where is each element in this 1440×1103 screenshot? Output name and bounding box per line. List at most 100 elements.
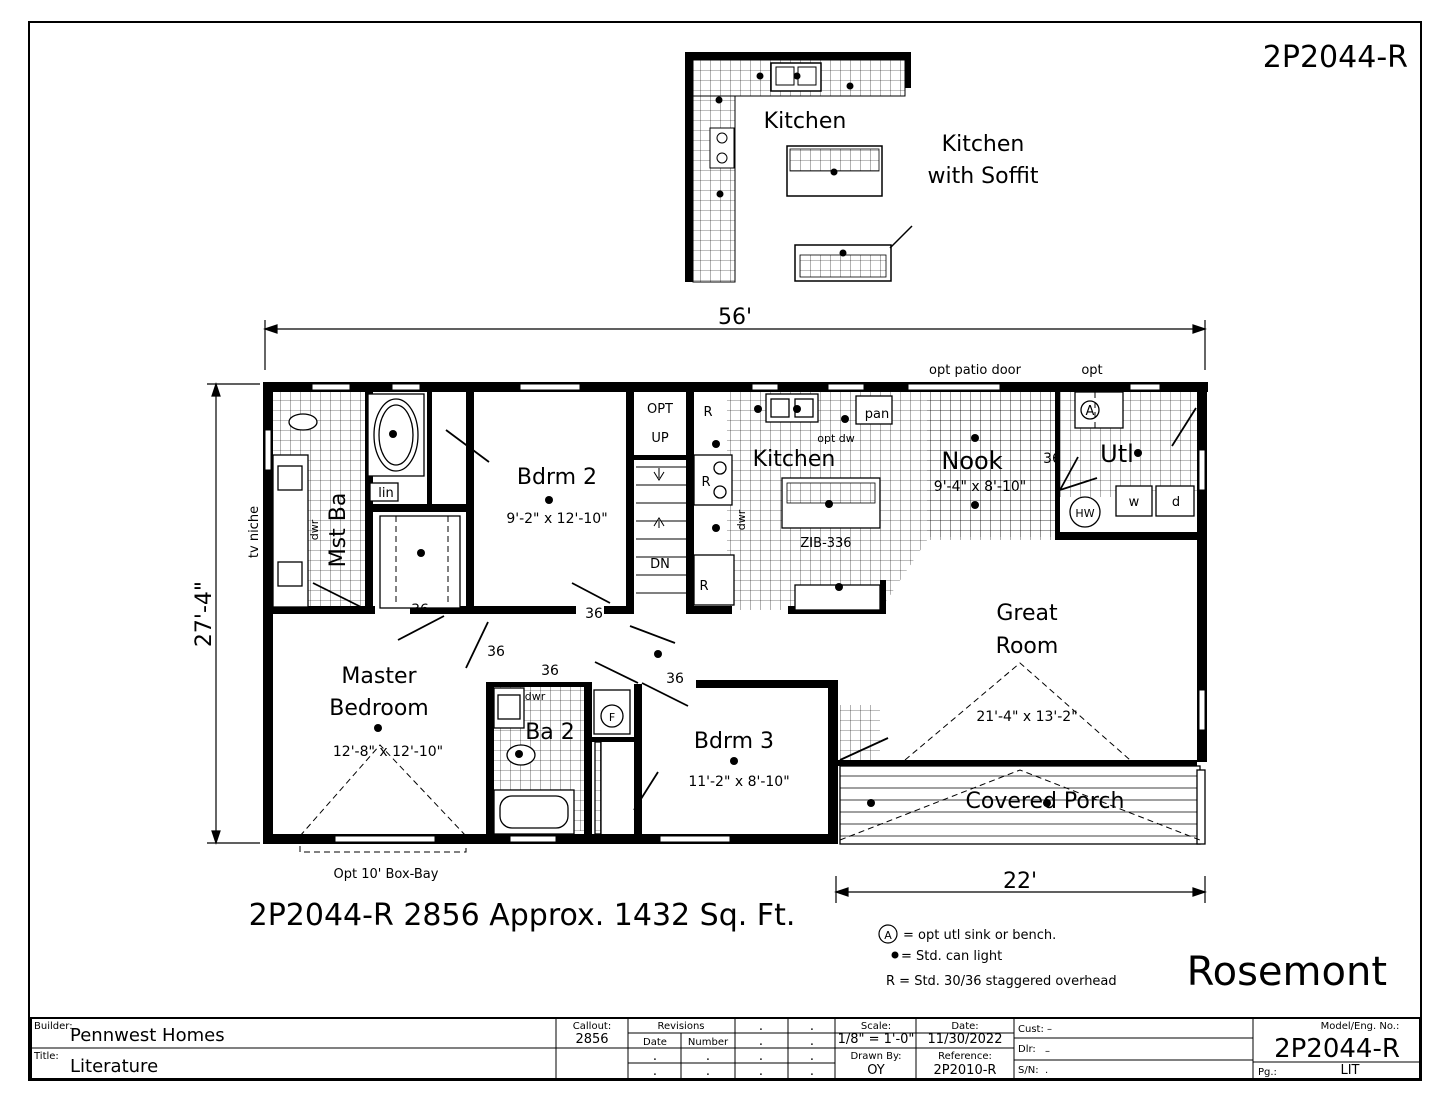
series-name: Rosemont [1187, 949, 1387, 995]
rev-dot-3: . [759, 1034, 763, 1049]
room-ba2: Ba 2 [525, 720, 575, 745]
door-36-3: 36 [487, 644, 505, 660]
date-value: 11/30/2022 [928, 1032, 1003, 1047]
rev-dot-4: . [810, 1034, 814, 1049]
dlr-label: Dlr: [1018, 1044, 1036, 1055]
kitchen-option-room-label: Kitchen [764, 109, 847, 134]
door-36-6: 36 [1043, 451, 1061, 467]
revisions-label: Revisions [657, 1021, 704, 1032]
rev-dot-1: . [759, 1019, 763, 1034]
overhead-r-3: R [699, 579, 708, 594]
reference-value: 2P2010-R [934, 1063, 997, 1078]
door-36-4: 36 [541, 663, 559, 679]
drawn-by-label: Drawn By: [850, 1051, 901, 1062]
legend-light-text: = Std. can light [901, 949, 1002, 964]
kitchen-option-inset [685, 52, 913, 283]
rev-dot-2: . [810, 1019, 814, 1034]
porch-decking [840, 775, 1197, 837]
builder-value: Pennwest Homes [70, 1025, 225, 1046]
room-mst-ba: Mst Ba [326, 493, 351, 568]
stairs-dn-label: DN [650, 557, 670, 572]
rev-dot-12: . [810, 1064, 814, 1079]
room-master-1: Master [341, 664, 417, 689]
can-lights [374, 405, 1142, 807]
reference-label: Reference: [938, 1051, 992, 1062]
room-kitchen: Kitchen [753, 447, 836, 472]
great-room-floor [880, 540, 1197, 760]
stairs-up-label: UP [651, 431, 669, 446]
box-bay-label: Opt 10' Box-Bay [334, 867, 439, 882]
porch-width-dim: 22' [1003, 869, 1037, 894]
room-nook: Nook [941, 447, 1002, 475]
model-id-top: 2P2044-R [1263, 40, 1408, 75]
date-label: Date: [951, 1021, 978, 1032]
dimension-lines [207, 320, 1207, 903]
room-bdrm2: Bdrm 2 [517, 465, 597, 490]
drawn-by-value: OY [867, 1063, 885, 1078]
page-value: LIT [1340, 1063, 1359, 1078]
callout-label: Callout: [573, 1021, 611, 1032]
room-nook-size: 9'-4" x 8'-10" [934, 479, 1026, 495]
legend-a-text: = opt utl sink or bench. [903, 928, 1056, 943]
rev-dot-8: . [810, 1049, 814, 1064]
water-heater-label: HW [1075, 507, 1094, 520]
room-bdrm2-size: 9'-2" x 12'-10" [506, 511, 607, 527]
title-label: Title: [33, 1051, 59, 1062]
dwr-label-ba2: dwr [525, 690, 546, 703]
opt-sink-a-label: A [1086, 404, 1095, 419]
overall-depth-dim: 27'-4" [192, 581, 217, 647]
pantry-label: pan [865, 407, 889, 422]
room-great-1: Great [996, 601, 1058, 626]
room-utl: Utl [1100, 440, 1134, 468]
room-bdrm3-size: 11'-2" x 8'-10" [688, 774, 789, 790]
opt-dw-label: opt dw [817, 432, 855, 445]
room-master-2: Bedroom [329, 696, 429, 721]
page-label: Pg.: [1258, 1067, 1277, 1078]
rev-dot-5: . [653, 1049, 657, 1064]
plan-title: 2P2044-R 2856 Approx. 1432 Sq. Ft. [249, 898, 796, 933]
cust-label: Cust: – [1018, 1024, 1052, 1035]
kitchen-option-title-line2: with Soffit [928, 164, 1039, 189]
overhead-r-1: R [703, 405, 712, 420]
room-covered-porch: Covered Porch [966, 789, 1125, 814]
legend-light-symbol [891, 951, 899, 959]
room-bdrm3: Bdrm 3 [694, 729, 774, 754]
stairs-opt-label: OPT [647, 402, 673, 417]
model-eng-value: 2P2044-R [1274, 1034, 1400, 1064]
rev-dot-11: . [759, 1064, 763, 1079]
overhead-r-2: R [701, 475, 710, 490]
tv-niche-label: tv niche [247, 506, 262, 558]
revisions-date-label: Date [643, 1037, 667, 1048]
rev-dot-7: . [759, 1049, 763, 1064]
dlr-value: – [1045, 1046, 1050, 1057]
opt-patio-door-label: opt patio door [929, 363, 1022, 378]
door-36-2: 36 [585, 606, 603, 622]
room-great-size: 21'-4" x 13'-2" [976, 709, 1077, 725]
legend-r-text: R = Std. 30/36 staggered overhead [886, 974, 1117, 989]
model-eng-label: Model/Eng. No.: [1321, 1021, 1400, 1032]
dwr-label-mstba: dwr [308, 519, 321, 540]
linen-label: lin [378, 486, 393, 501]
opt-label: opt [1081, 363, 1102, 378]
vault-lines [299, 392, 1201, 853]
room-great-2: Room [996, 634, 1059, 659]
windows [264, 383, 1206, 843]
furnace-label: F [609, 711, 615, 724]
door-swings [312, 407, 1197, 811]
room-master-size: 12'-8" x 12'-10" [333, 744, 443, 760]
callout-value: 2856 [575, 1032, 608, 1047]
legend-a-letter: A [884, 929, 892, 942]
revisions-number-label: Number [688, 1037, 729, 1048]
sn-value: . [1045, 1065, 1048, 1076]
stair-arrows [653, 468, 665, 528]
washer-label: w [1129, 495, 1140, 510]
zib-label: ZIB-336 [800, 536, 851, 551]
rev-dot-9: . [653, 1064, 657, 1079]
door-36-1: 36 [411, 602, 429, 618]
door-36-5: 36 [666, 671, 684, 687]
rev-dot-10: . [706, 1064, 710, 1079]
builder-label: Builder: [34, 1021, 73, 1032]
title-value: Literature [70, 1056, 158, 1077]
scale-value: 1/8" = 1'-0" [838, 1032, 915, 1047]
